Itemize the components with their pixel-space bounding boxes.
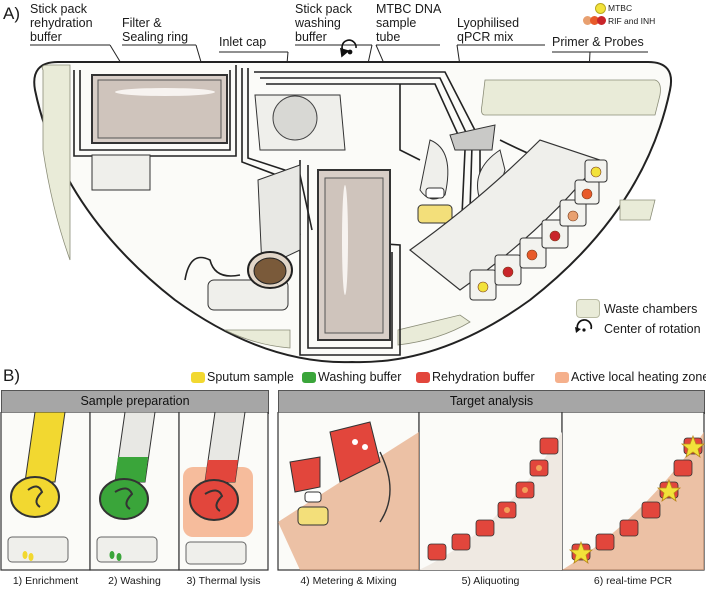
microfluidic-disc-diagram [30,39,672,364]
rotation-icon [575,319,593,333]
step-caption-2: 2) Washing [108,575,161,587]
label-stick-pack-washing: Stick pack washing buffer [295,2,352,44]
rif-inh-dots [583,16,611,25]
step3-graphic [183,412,253,565]
rotation-legend-label: Center of rotation [604,322,701,336]
mtbc-dot [595,3,606,14]
step2-graphic [96,412,158,563]
waste-legend-swatch [576,299,600,318]
legend-sputum-label: Sputum sample [207,370,294,384]
label-mtbc-dna-tube: MTBC DNA sample tube [376,2,442,44]
legend-rehydration-swatch [416,372,430,383]
step-caption-5: 5) Aliquoting [461,575,520,587]
step-caption-3: 3) Thermal lysis [186,575,261,587]
panel-a-letter: A) [3,4,20,23]
legend-heating-swatch [555,372,569,383]
probe-legend-mtbc: MTBC [608,3,633,13]
rotation-icon-top [340,39,357,58]
label-stick-pack-rehydration: Stick pack rehydration buffer [30,2,93,44]
step-caption-4: 4) Metering & Mixing [300,575,397,587]
step-caption-6: 6) real-time PCR [593,575,673,587]
step6-graphic [562,432,706,570]
label-inlet-cap: Inlet cap [219,35,267,49]
legend-rehydration-label: Rehydration buffer [432,370,535,384]
legend-heating-label: Active local heating zone [571,370,706,384]
label-filter-sealing: Filter & Sealing ring [122,16,189,44]
waste-legend-label: Waste chambers [604,302,698,316]
panel-b-letter: B) [3,366,20,385]
legend-washing-swatch [302,372,316,383]
step-caption-1: 1) Enrichment [12,575,79,587]
sample-prep-title: Sample preparation [80,394,190,408]
step4-graphic [278,421,419,570]
step-panels [0,412,706,571]
probe-legend-rif-inh: RIF and INH [608,16,656,26]
step1-graphic [7,412,69,563]
label-primer-probes: Primer & Probes [552,35,644,49]
target-analysis-title: Target analysis [449,394,534,408]
step5-graphic [419,432,562,570]
legend-sputum-swatch [191,372,205,383]
legend-washing-label: Washing buffer [318,370,402,384]
label-lyophilised-qpcr: Lyophilised qPCR mix [457,16,520,44]
